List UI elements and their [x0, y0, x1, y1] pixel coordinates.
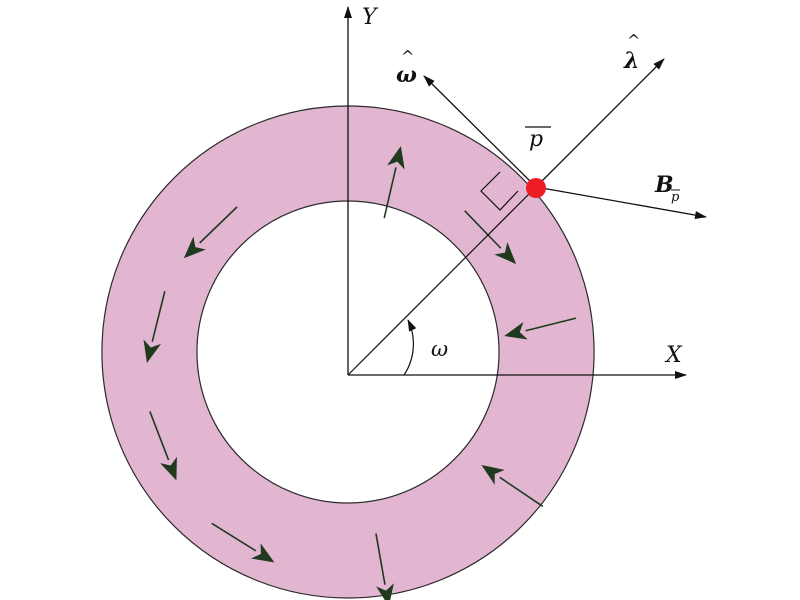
omega-hat-label: ω [396, 62, 417, 88]
circulation-arrow-shaft [375, 533, 386, 585]
field-label-subscript: p [671, 190, 680, 205]
circulation-arrow-shaft [383, 167, 397, 219]
circulation-arrow-head [160, 456, 177, 481]
circulation-arrow-head [504, 321, 528, 340]
circulation-arrow-head [251, 543, 275, 563]
circulation-arrow-shaft [464, 210, 502, 249]
omega-hat-caret: ^ [401, 47, 414, 66]
circulation-arrow-head [143, 339, 161, 364]
circulation-arrow-shaft [151, 291, 166, 342]
point-p [526, 178, 546, 198]
radial-line [347, 186, 537, 376]
circulation-arrow-head [481, 465, 505, 485]
circulation-arrow [504, 317, 577, 340]
circulation-arrow [481, 465, 544, 508]
circulation-arrows [143, 146, 577, 600]
circulation-arrow-head [376, 583, 394, 600]
circulation-arrow [183, 206, 238, 259]
omega-hat-vector [423, 75, 537, 188]
circulation-arrow [464, 210, 517, 265]
circulation-arrow [375, 533, 394, 600]
circulation-arrow [383, 146, 405, 219]
y-axis-label: Y [362, 5, 379, 30]
circulation-arrow-shaft [199, 206, 238, 244]
field-label: B [654, 172, 674, 198]
circulation-arrow-shaft [211, 522, 257, 552]
annulus-ring [101, 105, 595, 599]
circulation-arrow-shaft [149, 411, 170, 461]
circulation-arrow [143, 291, 166, 364]
circulation-arrow-shaft [525, 317, 577, 332]
point-label: p [529, 127, 543, 152]
circulation-arrow-head [387, 146, 405, 170]
circulation-arrow-head [494, 241, 517, 265]
circulation-arrow-shaft [499, 476, 544, 508]
circulation-arrow-head [183, 236, 206, 259]
lambda-hat-label: λ [623, 48, 639, 74]
angle-arc [403, 319, 417, 376]
lambda-hat-vector [535, 58, 665, 188]
x-axis-label: X [664, 343, 683, 368]
field-vector [535, 186, 707, 220]
right-angle-marker [480, 171, 519, 211]
circulation-arrow [149, 411, 177, 481]
circulation-arrow [211, 522, 275, 563]
angle-label: ω [431, 337, 448, 361]
lambda-hat-caret: ^ [627, 31, 640, 50]
